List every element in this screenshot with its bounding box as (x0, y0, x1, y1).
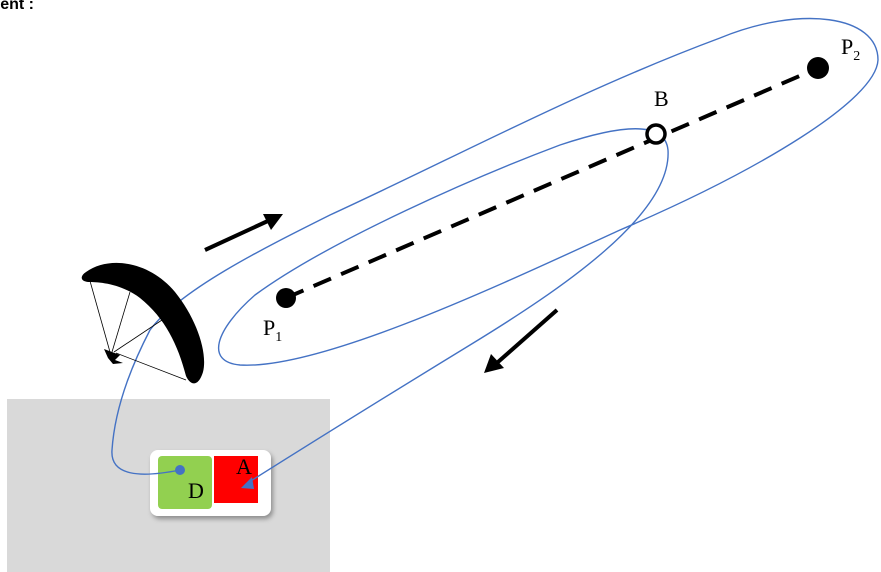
label-p2: P2 (841, 34, 860, 64)
direction-arrow-icon (204, 214, 283, 252)
point-b (645, 123, 667, 145)
label-d: D (188, 478, 204, 503)
point-p2 (807, 57, 829, 79)
direction-arrow-icon (484, 308, 559, 373)
label-b: B (654, 86, 669, 111)
takeoff-area-green (158, 456, 212, 509)
track-line (285, 66, 819, 300)
heading-text: ment : (0, 0, 34, 13)
label-a: A (236, 454, 252, 479)
label-p1: P1 (263, 315, 282, 345)
flight-path (111, 17, 879, 485)
paraglider-icon (81, 262, 205, 384)
point-p1 (276, 288, 296, 308)
takeoff-point-dot (175, 465, 185, 475)
path-arrowhead-icon (241, 477, 254, 489)
